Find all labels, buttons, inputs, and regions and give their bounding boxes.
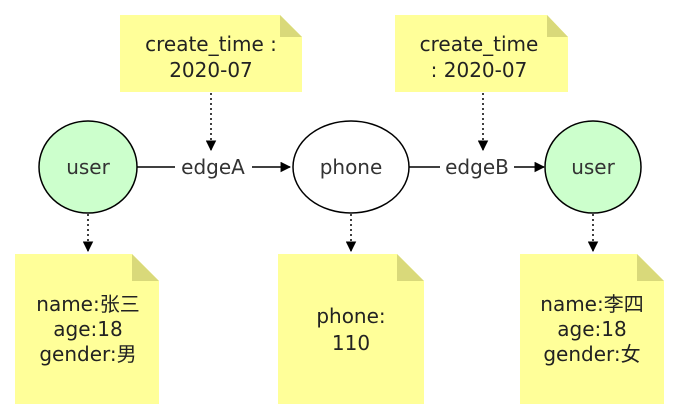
edge-b-property-note: create_time : 2020-07: [395, 15, 568, 92]
user-right-note-gender: gender:女: [543, 342, 640, 366]
user-right-note-name: name:李四: [540, 292, 643, 316]
user-node-left: user: [38, 120, 138, 214]
edge-a-label: edgeA: [181, 155, 245, 179]
user-right-property-note: name:李四 age:18 gender:女: [520, 254, 664, 404]
edge-a-property-note: create_time : 2020-07: [120, 15, 302, 92]
user-node-left-label: user: [66, 155, 110, 179]
user-left-note-gender: gender:男: [39, 342, 136, 366]
user-left-property-note: name:张三 age:18 gender:男: [15, 254, 159, 404]
phone-property-note: phone: 110: [278, 254, 424, 404]
phone-note-value: 110: [332, 331, 370, 355]
user-right-note-age: age:18: [557, 317, 626, 341]
edge-a-note-line-1: create_time :: [145, 32, 277, 56]
phone-note-label: phone:: [316, 304, 385, 328]
edge-b-label: edgeB: [445, 155, 509, 179]
user-left-note-age: age:18: [53, 317, 122, 341]
edge-b-note-line-2: : 2020-07: [431, 58, 528, 82]
user-node-right-label: user: [571, 155, 615, 179]
edge-b-note-line-1: create_time: [420, 32, 539, 56]
phone-node: phone: [292, 120, 410, 214]
user-node-right: user: [544, 120, 642, 214]
edge-a-note-line-2: 2020-07: [169, 58, 253, 82]
user-left-note-name: name:张三: [36, 292, 139, 316]
phone-node-label: phone: [320, 155, 383, 179]
